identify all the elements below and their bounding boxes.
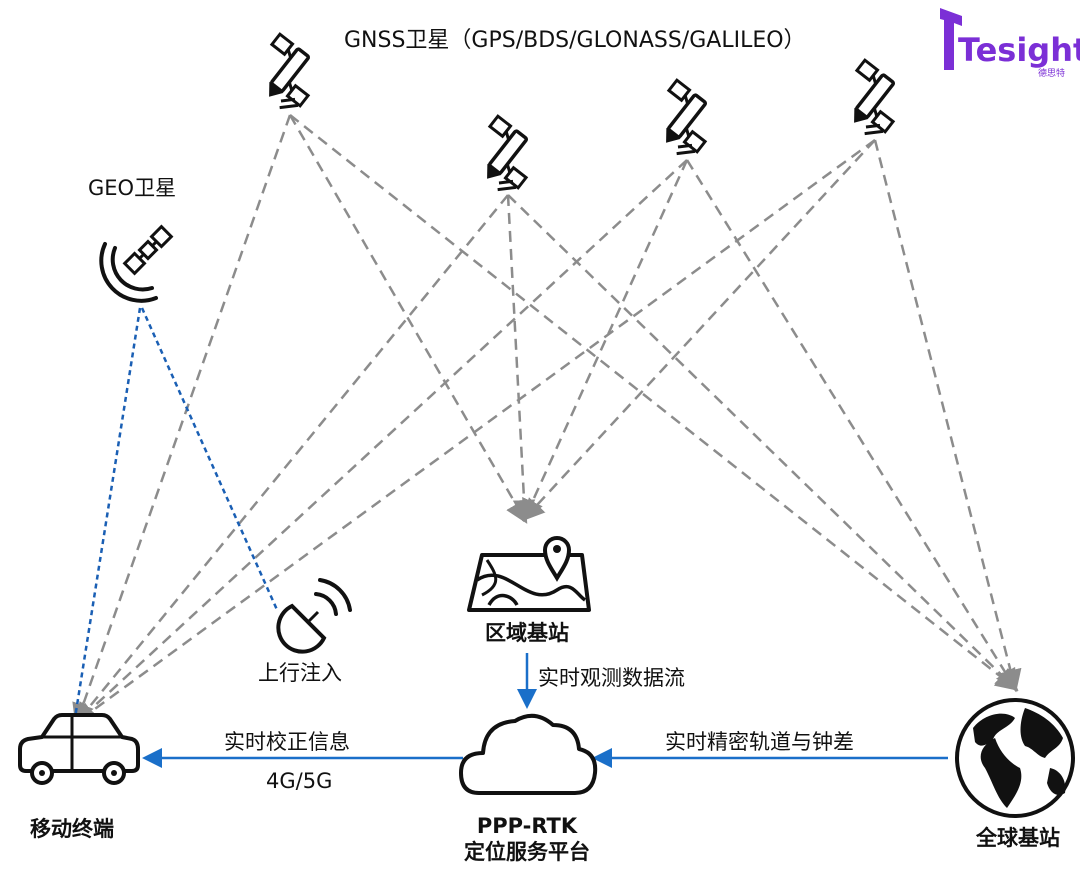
link-sat1-regional	[288, 114, 528, 524]
gnss-satellite-3	[639, 78, 726, 165]
gnss-satellite-2	[460, 114, 547, 201]
link-sat4-global	[873, 139, 1022, 693]
correction-flow-label: 实时校正信息	[224, 730, 350, 754]
geo-satellite-icon	[99, 224, 174, 303]
link-sat4-mobile	[73, 138, 876, 725]
platform-cloud	[459, 713, 598, 795]
flow-arrows	[142, 653, 948, 768]
diagram-title: GNSS卫星（GPS/BDS/GLONASS/GALILEO）	[344, 28, 806, 53]
link-sat3-global	[685, 159, 1018, 692]
mobile-terminal-label: 移动终端	[30, 817, 114, 841]
link-sat2-global	[507, 194, 1019, 692]
platform-label-line1: PPP-RTK	[477, 814, 578, 838]
logo-subtext: 德思特	[1038, 67, 1065, 79]
link-sat3-regional	[522, 159, 689, 523]
obs-flow-label: 实时观测数据流	[538, 666, 685, 690]
globe-icon	[955, 698, 1075, 818]
satellite-icon	[827, 58, 914, 145]
geo-links	[73, 307, 280, 719]
global-station-label: 全球基站	[975, 826, 1060, 850]
link-sat4-regional	[521, 139, 876, 522]
car-icon	[18, 713, 140, 785]
mobile-terminal	[18, 713, 140, 785]
uplink-station	[276, 578, 352, 654]
map-pin-icon	[467, 536, 591, 612]
global-station	[955, 698, 1075, 818]
satellite-icon	[242, 32, 329, 119]
link-sat2-mobile	[74, 194, 509, 726]
gnss-links	[72, 114, 1022, 727]
link-sat3-mobile	[73, 159, 688, 726]
link-sat1-mobile	[72, 114, 292, 727]
link-sat2-regional	[506, 194, 536, 523]
logo-text: Tesight	[958, 31, 1080, 69]
network-label: 4G/5G	[266, 769, 332, 793]
cloud-icon	[459, 713, 598, 795]
link-geo-mobile	[73, 307, 142, 719]
satellite-icon	[639, 78, 726, 165]
geo-satellite	[99, 224, 174, 303]
orbit-flow-label: 实时精密轨道与钟差	[665, 730, 854, 754]
geo-label: GEO卫星	[88, 176, 176, 200]
antenna-dish-icon	[276, 578, 352, 654]
tesight-logo: Tesight 德思特	[940, 8, 1080, 79]
link-sat1-global	[289, 114, 1019, 691]
platform-label-line2: 定位服务平台	[464, 840, 590, 864]
regional-station-label: 区域基站	[485, 621, 569, 645]
uplink-label: 上行注入	[258, 661, 342, 685]
satellite-icon	[460, 114, 547, 201]
gnss-satellite-1	[242, 32, 329, 119]
gnss-satellite-4	[827, 58, 914, 145]
link-geo-uplink	[140, 307, 280, 613]
regional-station	[467, 536, 591, 612]
